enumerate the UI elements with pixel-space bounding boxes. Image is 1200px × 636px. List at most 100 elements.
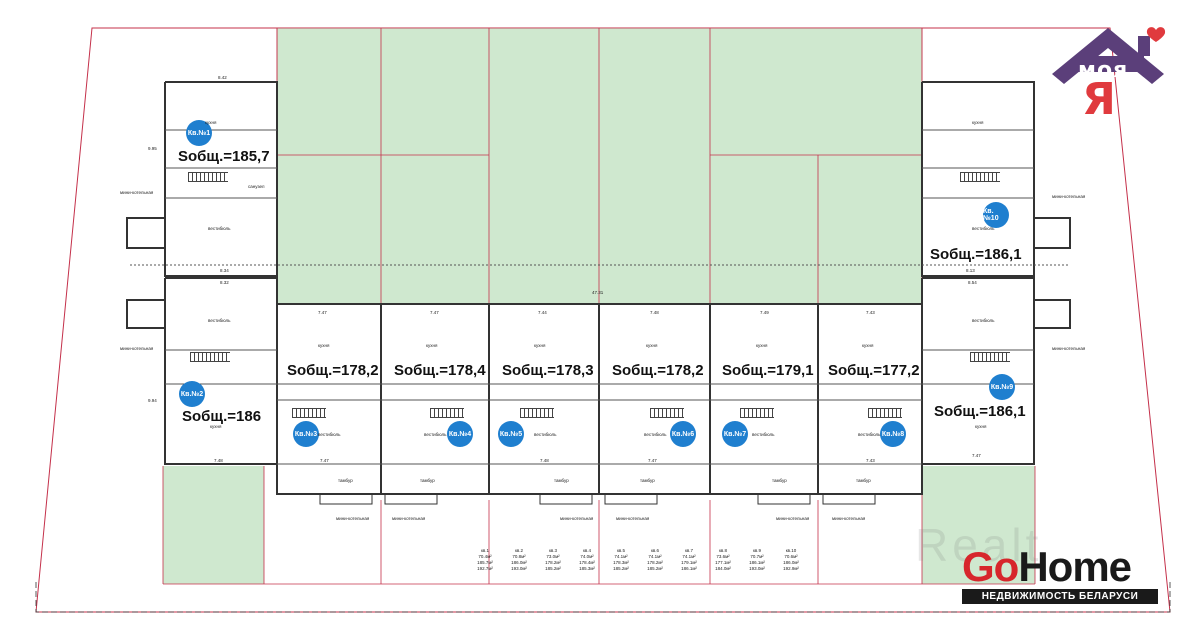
room-label: мини-котельная <box>616 516 650 521</box>
dimension-label: 7.48 <box>650 310 659 315</box>
dimension-label: 7.43 <box>866 310 875 315</box>
room-label: вестибюль <box>208 318 231 323</box>
apartment-badge: Кв.№1 <box>186 120 212 146</box>
stairs-icon <box>868 408 902 418</box>
dimension-label: 7.49 <box>760 310 769 315</box>
room-label: вестибюль <box>752 432 775 437</box>
room-label: кухня <box>756 343 768 348</box>
room-label: тамбур <box>640 478 655 483</box>
apartment-area-label: Sобщ.=178,2 <box>612 362 704 379</box>
room-label: мини-котельная <box>120 346 154 351</box>
room-label: кухня <box>210 424 222 429</box>
room-label: мини-котельная <box>120 190 154 195</box>
stairs-icon <box>650 408 684 418</box>
garden-zone <box>922 466 1035 584</box>
room-label: вестибюль <box>972 318 995 323</box>
room-label: кухня <box>862 343 874 348</box>
room-label: кухня <box>205 120 217 125</box>
apartment-area-label: Sобщ.=186,1 <box>934 403 1026 420</box>
room-label: мини-котельная <box>392 516 426 521</box>
lot-bottom-dashed <box>35 582 1171 613</box>
dimension-label: 47.31 <box>592 290 604 295</box>
apartment-badge: Кв.№2 <box>179 381 205 407</box>
apartment-badge: Кв.№3 <box>293 421 319 447</box>
house-chimney-icon <box>1138 36 1150 56</box>
room-label: тамбур <box>338 478 353 483</box>
room-label: тамбур <box>856 478 871 483</box>
dimension-label: 8.32 <box>220 280 229 285</box>
dimension-label: 8.13 <box>966 268 975 273</box>
dimension-label: 8.34 <box>220 268 229 273</box>
room-label: санузел <box>248 184 265 189</box>
room-label: вестибюль <box>424 432 447 437</box>
room-label: вестибюль <box>644 432 667 437</box>
stairs-icon <box>970 352 1010 362</box>
stairs-icon <box>188 172 228 182</box>
apartment-badge: Кв.№10 <box>983 202 1009 228</box>
moya-logo-text: моя <box>1078 58 1129 83</box>
garden-zone <box>276 27 923 305</box>
stairs-icon <box>190 352 230 362</box>
room-label: вестибюль <box>858 432 881 437</box>
room-label: кухня <box>318 343 330 348</box>
apartment-area-label: Sобщ.=186,1 <box>930 246 1022 263</box>
apartment-area-label: Sобщ.=186 <box>182 408 262 425</box>
apartment-badge: Кв.№4 <box>447 421 473 447</box>
gohome-tagline: НЕДВИЖИМОСТЬ БЕЛАРУСИ <box>962 589 1158 604</box>
apartment-area-label: Sобщ.=178,3 <box>502 362 594 379</box>
inner-walls <box>130 129 1070 465</box>
realt-watermark: Realt <box>915 519 1043 571</box>
room-label: кухня <box>975 424 987 429</box>
dimension-label: 9.94 <box>148 398 157 403</box>
dimension-label: 7.47 <box>318 310 327 315</box>
moya-ya-logo <box>1052 27 1166 84</box>
stairs-icon <box>740 408 774 418</box>
room-label: мини-котельная <box>560 516 594 521</box>
dimension-label: 8.42 <box>218 75 227 80</box>
dimension-label: 7.48 <box>214 458 223 463</box>
apartment-area-label: Sобщ.=177,2 <box>828 362 920 379</box>
room-label: кухня <box>426 343 438 348</box>
gohome-logo-text: GoHome <box>962 543 1132 590</box>
apartment-area-label: Sобщ.=179,1 <box>722 362 814 379</box>
dimension-label: 7.47 <box>430 310 439 315</box>
apartment-area-label: Sобщ.=178,4 <box>394 362 486 379</box>
dimension-label: 7.43 <box>866 458 875 463</box>
apartment-area-label: Sобщ.=178,2 <box>287 362 379 379</box>
room-label: мини-котельная <box>336 516 370 521</box>
apartment-badge: Кв.№8 <box>880 421 906 447</box>
room-label: кухня <box>646 343 658 348</box>
room-label: вестибюль <box>534 432 557 437</box>
garden-zone <box>163 466 264 584</box>
apartment-area-label: Sобщ.=185,7 <box>178 148 270 165</box>
stairs-icon <box>520 408 554 418</box>
ya-logo-text: Я <box>1082 74 1116 125</box>
apartment-badge: Кв.№7 <box>722 421 748 447</box>
room-label: мини-котельная <box>776 516 810 521</box>
stairs-icon <box>960 172 1000 182</box>
room-label: вестибюль <box>208 226 231 231</box>
room-label: тамбур <box>420 478 435 483</box>
porches <box>319 493 876 505</box>
dimension-label: 8.54 <box>968 280 977 285</box>
dimension-label: 7.47 <box>648 458 657 463</box>
dimension-label: 7.44 <box>538 310 547 315</box>
apartment-badge: Кв.№5 <box>498 421 524 447</box>
apartment-badge: Кв.№9 <box>989 374 1015 400</box>
heart-icon <box>1146 27 1166 42</box>
dimension-label: 7.47 <box>320 458 329 463</box>
dimension-label: 7.48 <box>540 458 549 463</box>
room-label: мини-котельная <box>832 516 866 521</box>
room-label: кухня <box>972 120 984 125</box>
room-label: тамбур <box>554 478 569 483</box>
gohome-logo: GoHome НЕДВИЖИМОСТЬ БЕЛАРУСИ <box>962 545 1158 604</box>
